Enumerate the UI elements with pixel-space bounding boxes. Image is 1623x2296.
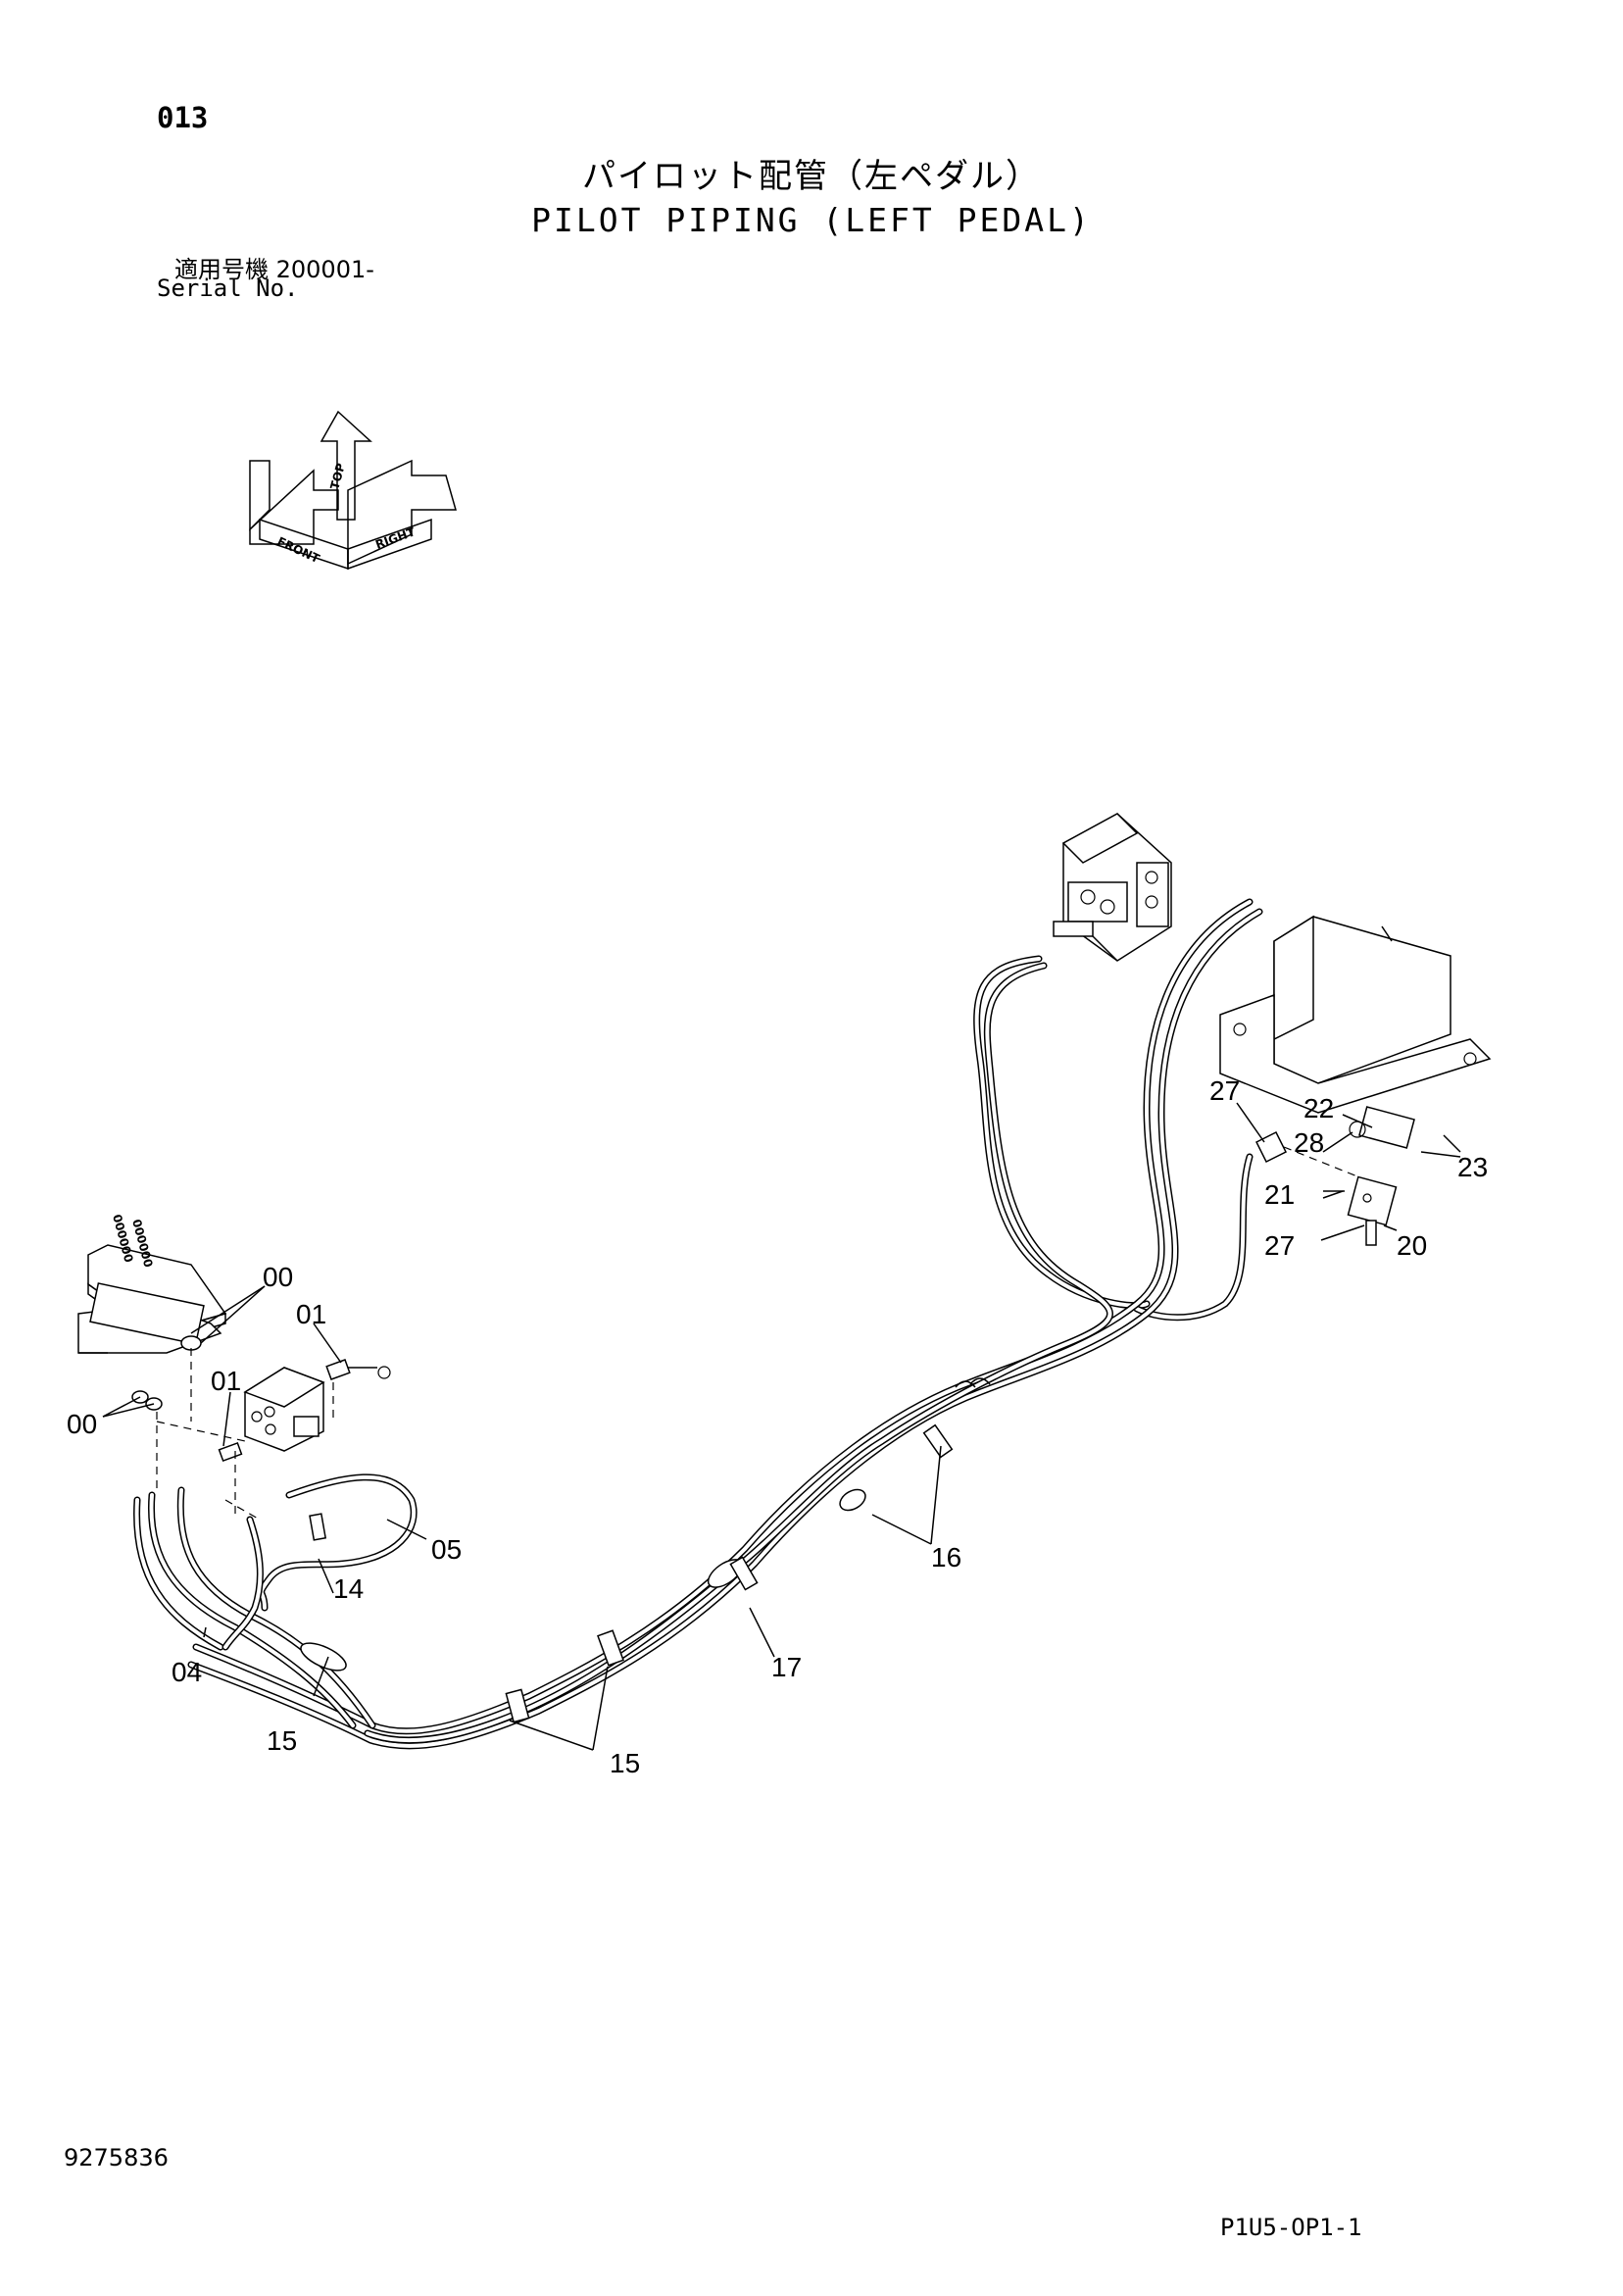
callout-22: 22 — [1303, 1093, 1334, 1123]
mounting-bracket — [1219, 915, 1492, 1114]
catalog-number: 9275836 — [64, 2144, 169, 2171]
callout-16: 16 — [931, 1542, 961, 1572]
orientation-top: TOP — [327, 462, 348, 491]
serial-label-english: Serial No. — [157, 275, 299, 302]
callout-21: 21 — [1264, 1179, 1295, 1210]
callout-00-left: 00 — [67, 1409, 97, 1439]
callout-27-bottom: 27 — [1264, 1230, 1295, 1261]
serial-label-japanese: 適用号機 200001- — [174, 256, 374, 283]
shuttle-valve — [243, 1367, 325, 1452]
hose-clamps — [300, 1377, 991, 1723]
orientation-right: RIGHT — [373, 524, 418, 552]
left-pedal: 000000 000000 — [77, 1213, 227, 1354]
callout-28: 28 — [1294, 1127, 1324, 1158]
callout-01-mid: 01 — [211, 1366, 241, 1396]
callout-20: 20 — [1397, 1230, 1427, 1261]
orientation-front: FRONT — [275, 534, 322, 566]
callout-14: 14 — [333, 1573, 364, 1604]
pilot-valve — [1254, 1106, 1461, 1246]
hoses — [133, 898, 1263, 1750]
callout-15-bottom: 15 — [610, 1748, 640, 1778]
title-japanese: パイロット配管（左ペダル） — [582, 157, 1041, 196]
callout-15-left: 15 — [267, 1725, 297, 1756]
page-code: P1U5-OP1-1 — [1220, 2214, 1362, 2241]
leader-lines — [102, 1102, 1461, 1751]
callout-17: 17 — [771, 1652, 802, 1682]
callout-23: 23 — [1457, 1152, 1488, 1182]
callout-27-top: 27 — [1209, 1075, 1240, 1106]
callout-05: 05 — [431, 1534, 462, 1565]
orientation-arrow-icon: TOP FRONT RIGHT — [249, 410, 457, 571]
callout-00-top: 00 — [263, 1262, 293, 1292]
title-english: PILOT PIPING (LEFT PEDAL) — [531, 201, 1092, 239]
callout-04: 04 — [172, 1657, 202, 1687]
control-valve — [1053, 813, 1172, 962]
callout-labels: 00 01 01 00 05 14 04 15 15 17 16 27 22 2… — [67, 1075, 1488, 1778]
reference-lines — [156, 1348, 334, 1521]
page-number: 013 — [157, 101, 209, 134]
callout-01-top: 01 — [296, 1299, 326, 1329]
